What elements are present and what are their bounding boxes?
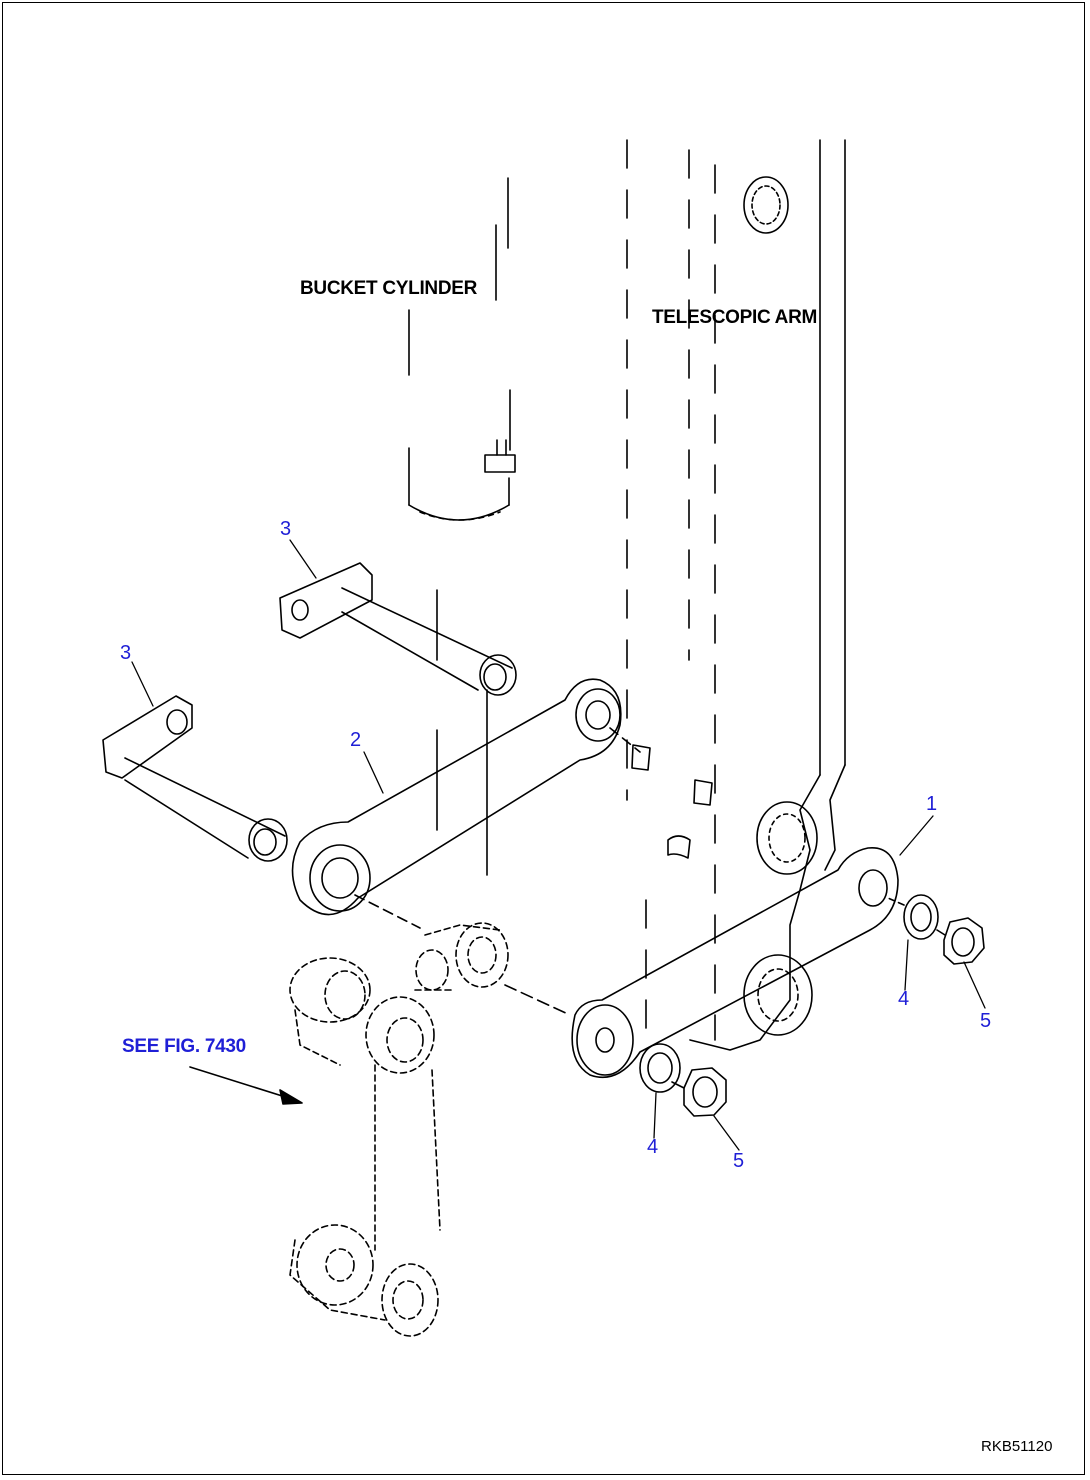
link-1 — [504, 847, 899, 1079]
callout-4-lower[interactable]: 4 — [647, 1136, 659, 1158]
link-2 — [291, 678, 641, 929]
callout-5-lower[interactable]: 5 — [733, 1150, 745, 1172]
callout-3-upper[interactable]: 3 — [280, 518, 292, 540]
callout-leaders — [131, 539, 986, 1151]
bucket-cylinder — [408, 177, 516, 521]
bucket-cylinder-label: BUCKET CYLINDER — [300, 278, 478, 299]
telescopic-arm-label: TELESCOPIC ARM — [652, 307, 818, 328]
drawing-code: RKB51120 — [981, 1438, 1053, 1455]
see-fig-arrow — [189, 1066, 303, 1105]
pin-3-lower — [102, 695, 288, 862]
callout-3-lower[interactable]: 3 — [120, 642, 132, 664]
washer-4-lower — [639, 1043, 681, 1093]
callout-1[interactable]: 1 — [926, 793, 938, 815]
callout-2[interactable]: 2 — [350, 729, 362, 751]
pin-3-upper — [279, 562, 517, 696]
bucket-link-phantom — [289, 922, 509, 1337]
nut-5-upper — [936, 917, 985, 965]
washer-4-upper — [887, 894, 939, 940]
telescopic-arm — [626, 139, 846, 1051]
callout-4-upper[interactable]: 4 — [898, 988, 910, 1010]
see-fig-reference[interactable]: SEE FIG. 7430 — [122, 1036, 246, 1057]
nut-5-lower — [671, 1067, 727, 1117]
callout-5-upper[interactable]: 5 — [980, 1010, 992, 1032]
